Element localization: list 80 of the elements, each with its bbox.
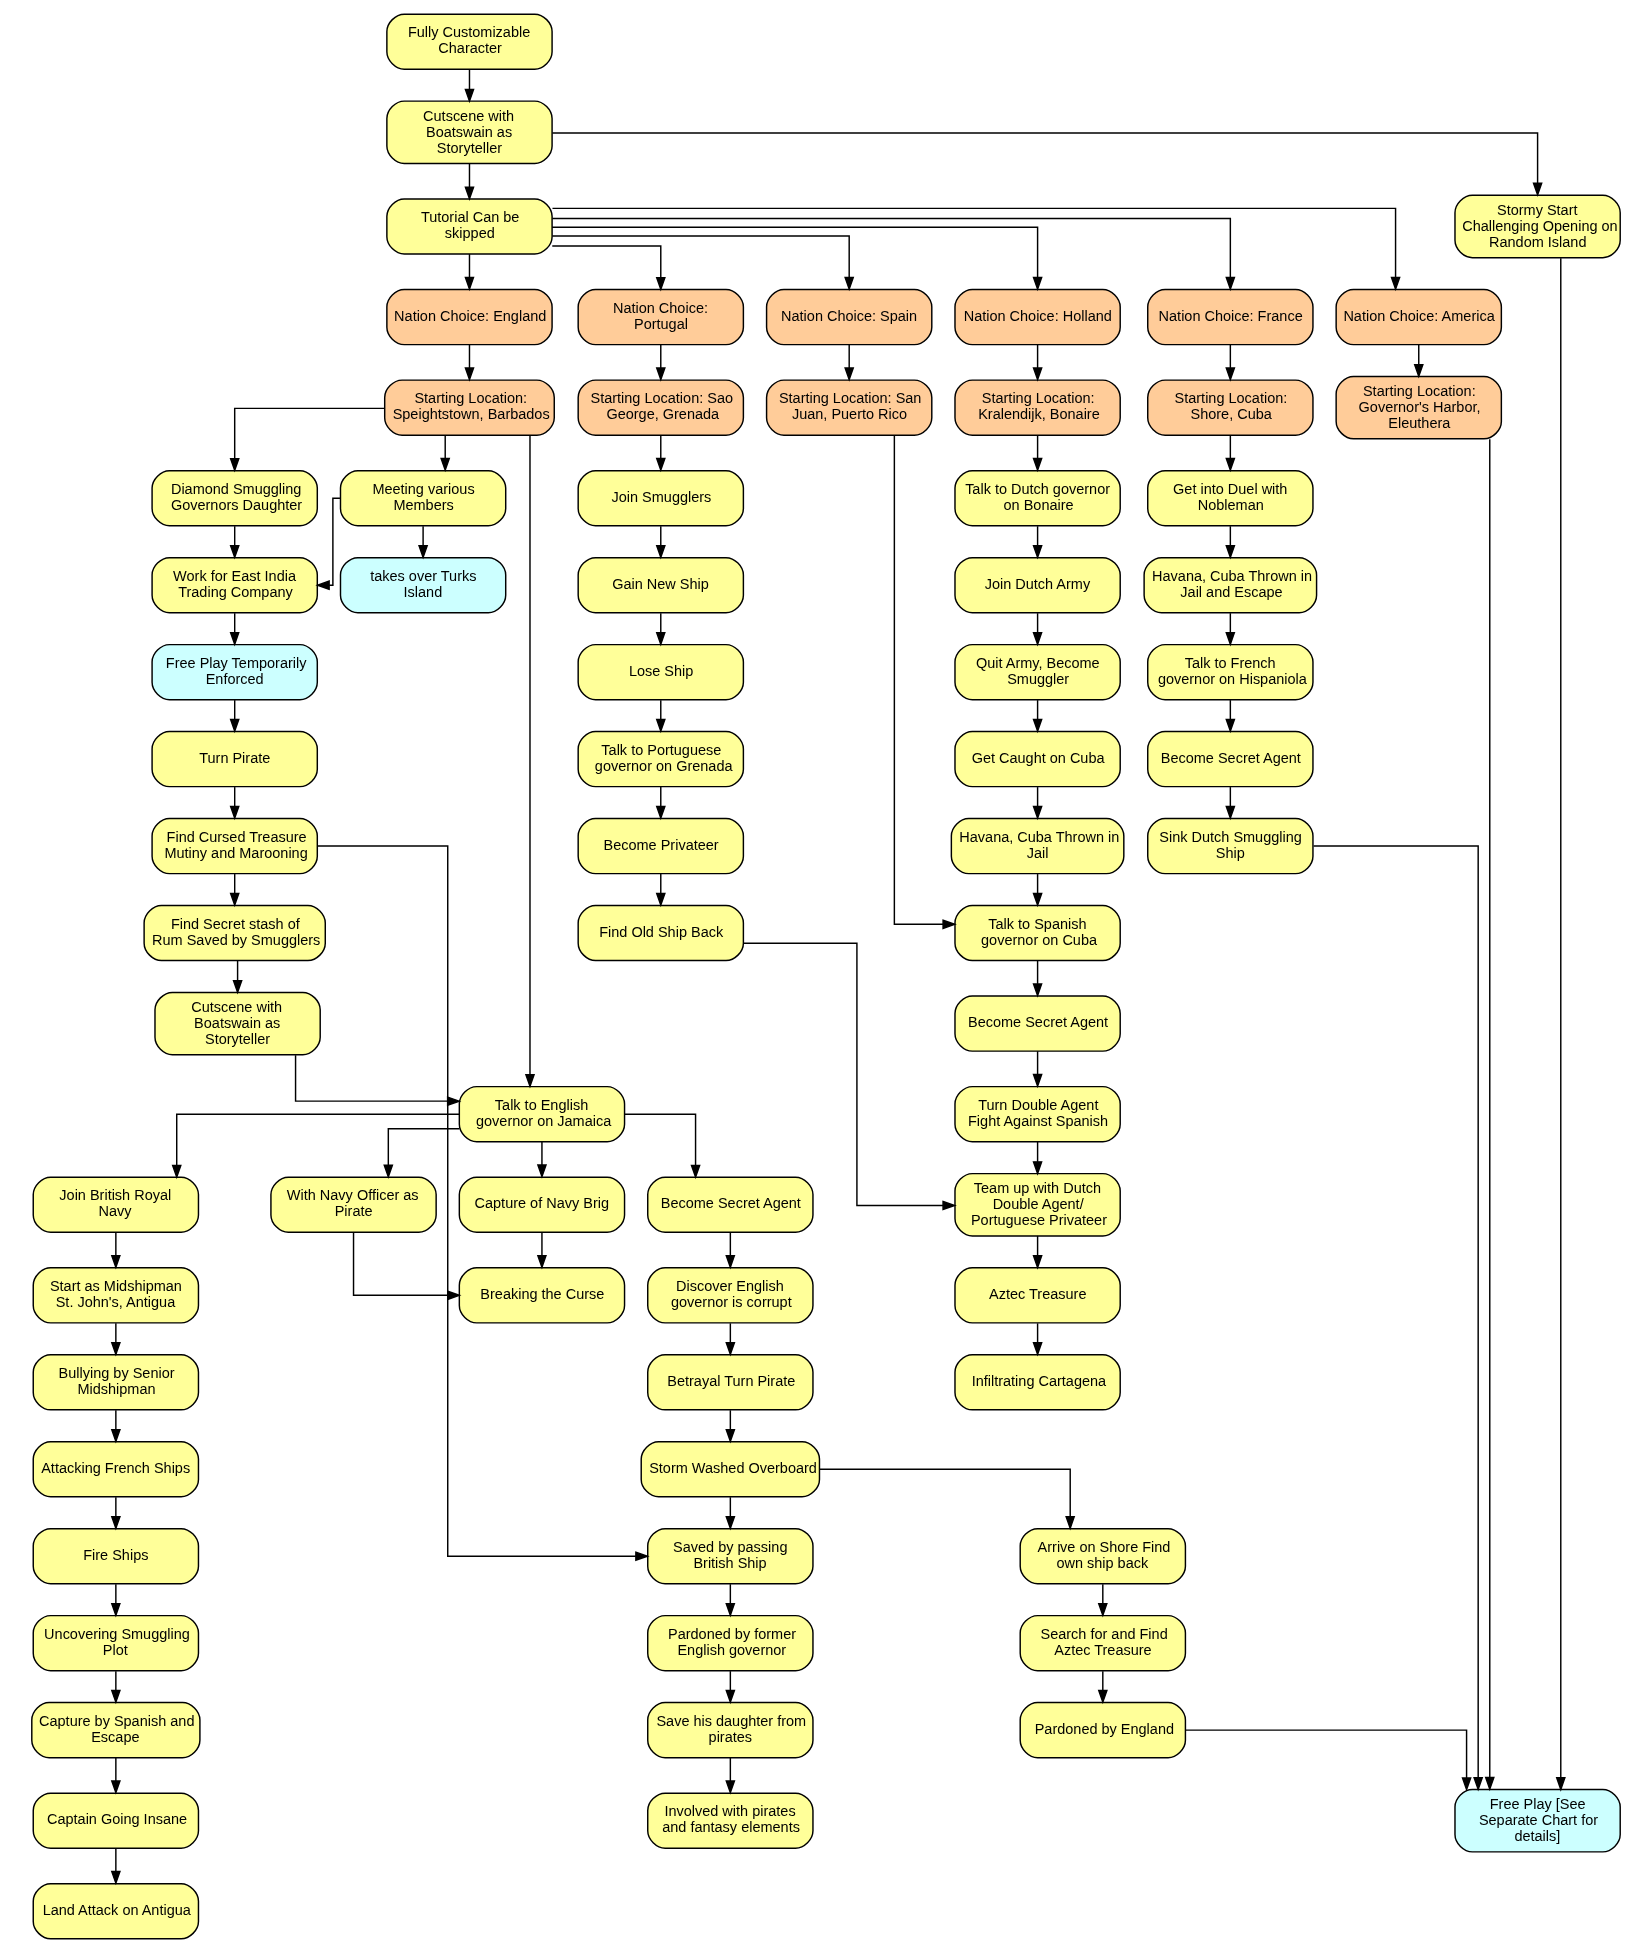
arrow [440,434,451,473]
arrow [229,407,385,473]
arrow [1185,1729,1472,1792]
arrow [110,1322,121,1357]
arrow [110,1847,121,1886]
arrow [551,132,1543,198]
arrow [655,786,666,821]
arrow [524,434,536,1089]
arrow [1225,434,1236,473]
arrow [893,434,957,930]
arrow [383,1127,460,1180]
arrow [1225,786,1236,821]
arrow [1225,612,1236,647]
arrow [464,68,475,104]
arrow [1032,434,1043,473]
arrow [725,1583,736,1618]
arrow [110,1583,121,1618]
arrow [1555,257,1566,1792]
arrow [229,786,240,821]
arrow [229,699,240,734]
arrow [464,253,475,292]
arrow [1032,1322,1043,1357]
arrow [655,699,666,734]
arrow [742,942,957,1211]
arrow [1225,525,1236,560]
arrow [1032,699,1043,734]
arrow [110,1409,121,1444]
arrow [725,1231,736,1270]
arrow [655,434,666,473]
arrow [229,525,240,560]
arrow [536,1141,548,1179]
arrow [655,344,666,382]
arrow [1225,699,1236,734]
arrow [1032,1141,1043,1176]
arrow [1032,873,1043,908]
arrow [1032,959,1043,998]
arrow [551,217,1236,292]
arrow [1032,1235,1043,1270]
arrow [551,235,855,292]
arrow [1312,845,1484,1792]
arrow [1225,344,1236,382]
arrow [655,525,666,560]
arrow [464,162,475,201]
arrow [1032,612,1043,647]
arrow [110,1496,121,1531]
arrow [725,1322,736,1357]
arrow [1097,1670,1108,1705]
arrow [229,612,240,647]
arrow [1484,438,1495,1792]
arrow [315,497,341,591]
arrow [725,1757,736,1795]
arrow [725,1409,736,1444]
arrow [1413,344,1424,379]
arrow [623,1113,701,1180]
arrow [1097,1583,1108,1618]
arrow [1032,1050,1043,1089]
arrow [110,1757,121,1795]
arrow [655,612,666,647]
arrow [551,245,666,292]
arrow [536,1231,548,1270]
arrow [655,873,666,908]
arrow [232,959,243,995]
arrow [110,1231,121,1270]
arrow [464,344,475,382]
arrow [844,344,855,382]
arrow [316,845,650,1562]
arrow [294,1054,462,1107]
arrow [818,1468,1076,1531]
arrow [1032,525,1043,560]
arrow [171,1113,460,1180]
arrow [418,525,429,560]
arrow [229,873,240,908]
arrow [551,207,1401,292]
arrow [110,1670,121,1705]
arrow [725,1496,736,1531]
arrow [1032,786,1043,821]
arrow [725,1670,736,1705]
arrow [352,1231,462,1301]
arrow [551,226,1043,292]
arrow [1032,344,1043,382]
